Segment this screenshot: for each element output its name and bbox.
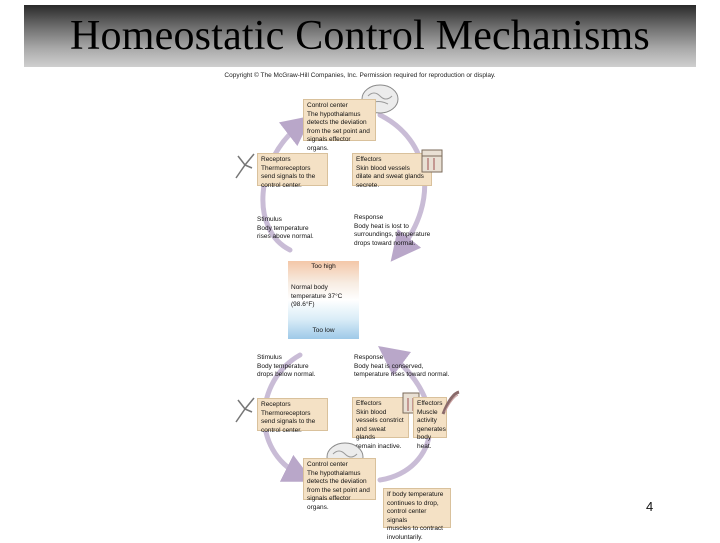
- page-number: 4: [646, 499, 654, 514]
- lower-response: Response Body heat is conserved, tempera…: [354, 354, 450, 379]
- upper-loop-arrow-left: [260, 115, 312, 253]
- temperature-scale: Too high Normal body temperature 37°C (9…: [288, 261, 359, 339]
- lower-effectors-muscle: Effectors Muscle activity generates body…: [413, 397, 447, 450]
- nerve-ending-icon: [232, 394, 258, 424]
- too-high-label: Too high: [311, 263, 336, 270]
- lower-control-center: Control center The hypothalamus detects …: [303, 458, 376, 511]
- too-low-label: Too low: [312, 327, 335, 334]
- skin-section-icon: [420, 148, 444, 174]
- upper-effectors: Effectors Skin blood vessels dilate and …: [352, 153, 432, 189]
- copyright-notice: Copyright © The McGraw-Hill Companies, I…: [224, 72, 496, 79]
- upper-control-center: Control center The hypothalamus detects …: [303, 99, 376, 152]
- title-bar: Homeostatic Control Mechanisms: [24, 5, 696, 67]
- nerve-ending-icon: [232, 150, 258, 180]
- muscle-icon: [440, 390, 462, 416]
- upper-receptors: Receptors Thermoreceptors send signals t…: [257, 153, 328, 189]
- normal-temperature-label: Normal body temperature 37°C (98.6°F): [291, 284, 343, 309]
- upper-response: Response Body heat is lost to surroundin…: [354, 214, 431, 247]
- lower-stimulus: Stimulus Body temperature drops below no…: [257, 354, 316, 379]
- slide-title: Homeostatic Control Mechanisms: [70, 13, 650, 59]
- shivering-note: If body temperature continues to drop, c…: [383, 488, 451, 541]
- lower-receptors: Receptors Thermoreceptors send signals t…: [257, 398, 328, 434]
- lower-effectors-vessels: Effectors Skin blood vessels constrict a…: [352, 397, 409, 450]
- upper-stimulus: Stimulus Body temperature rises above no…: [257, 216, 314, 241]
